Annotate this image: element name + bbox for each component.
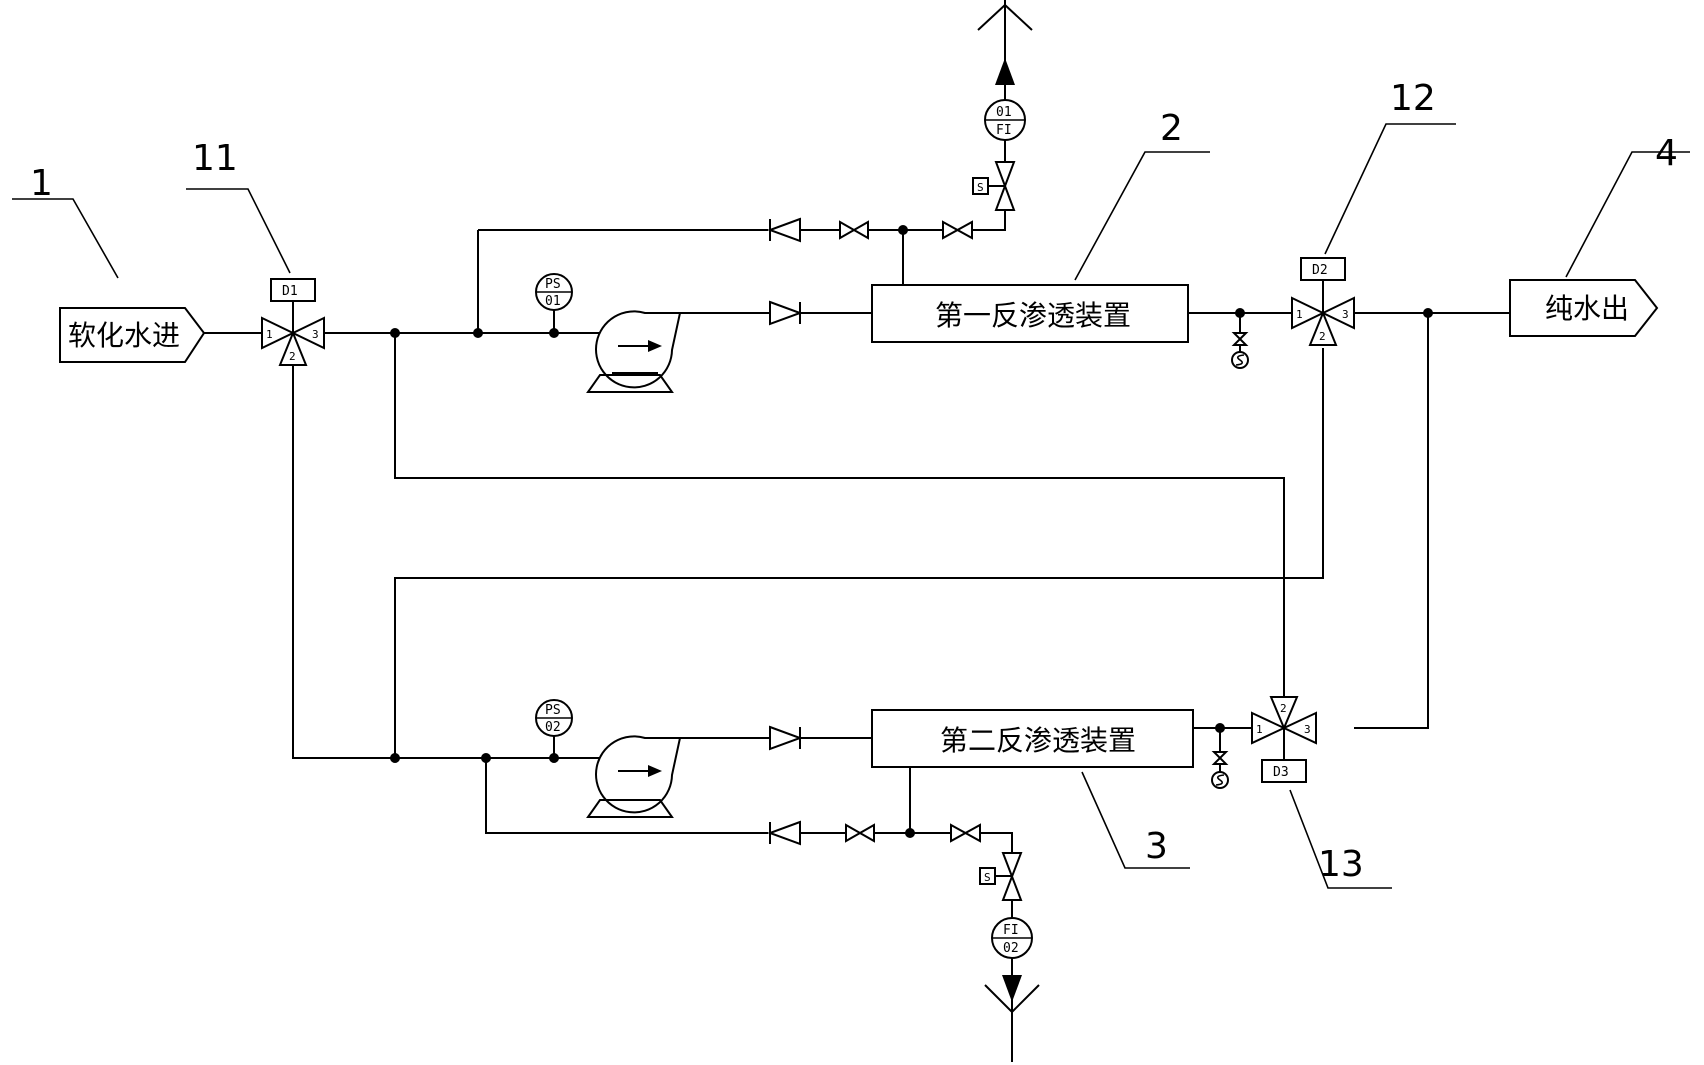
drain-arrow-top xyxy=(977,3,1033,100)
pressure-switch-02: PS 02 xyxy=(535,699,573,737)
valve-13-actuator-label: D3 xyxy=(1273,765,1289,780)
solenoid-top-label: S xyxy=(977,181,984,194)
three-way-valve-13: D3 1 3 2 xyxy=(1251,696,1317,783)
flow-indicator-02: FI 02 xyxy=(991,917,1033,959)
ps02-label: PS xyxy=(545,703,561,718)
valve-12-port1: 1 xyxy=(1296,308,1303,321)
valve-13-port3: 3 xyxy=(1304,723,1311,736)
callout-13: 13 xyxy=(1289,789,1392,889)
valve-12-port2: 2 xyxy=(1319,330,1326,343)
ps02-number: 02 xyxy=(545,720,561,735)
valve-13-port1: 1 xyxy=(1256,723,1263,736)
callout-number-12: 12 xyxy=(1390,78,1436,119)
fi01-number: 01 xyxy=(996,105,1012,120)
fi02-label: FI xyxy=(1003,923,1019,938)
callout-1: 1 xyxy=(12,163,119,279)
callout-number-3: 3 xyxy=(1145,826,1168,867)
callout-3: 3 xyxy=(1081,771,1190,869)
junction-dots xyxy=(390,225,1433,838)
valve-12-actuator-label: D2 xyxy=(1312,263,1328,278)
sample-point-1 xyxy=(1231,332,1249,369)
pump-2-icon xyxy=(586,735,682,818)
callout-leader-13 xyxy=(1289,789,1392,889)
callout-leader-2 xyxy=(1074,151,1210,281)
callout-leader-4 xyxy=(1565,151,1690,278)
callout-leader-11 xyxy=(186,188,291,274)
inlet-label: 软化水进 xyxy=(68,319,180,352)
piping xyxy=(204,0,1510,1062)
pressure-switch-01: PS 01 xyxy=(535,273,573,311)
sample-point-2 xyxy=(1211,751,1229,789)
callout-2: 2 xyxy=(1074,108,1210,281)
callout-number-1: 1 xyxy=(30,163,53,204)
valve-11-port3: 3 xyxy=(312,328,319,341)
pump-1-icon xyxy=(586,310,682,393)
gate-valve-icons xyxy=(839,220,981,843)
callout-number-4: 4 xyxy=(1655,133,1678,174)
callout-leader-1 xyxy=(12,198,119,279)
callout-leader-12 xyxy=(1324,123,1456,255)
valve-11-actuator-label: D1 xyxy=(282,284,298,299)
three-way-valve-12: D2 1 3 2 xyxy=(1291,257,1355,346)
ro-unit-1: 第一反渗透装置 xyxy=(871,284,1189,343)
ps01-label: PS xyxy=(545,277,561,292)
flow-indicator-01: 01 FI xyxy=(984,99,1026,141)
solenoid-valve-top: S xyxy=(972,161,1016,211)
three-way-valve-11: D1 1 3 2 xyxy=(261,278,325,366)
callout-number-11: 11 xyxy=(192,138,238,179)
check-valve-icons xyxy=(767,217,803,846)
ro-unit-2-label: 第二反渗透装置 xyxy=(940,724,1136,757)
outlet-terminal: 纯水出 xyxy=(1509,279,1659,337)
solenoid-valve-bottom: S xyxy=(979,852,1023,901)
ps01-number: 01 xyxy=(545,294,561,309)
fi02-number: 02 xyxy=(1003,941,1019,956)
callout-number-2: 2 xyxy=(1160,108,1183,149)
solenoid-bottom-label: S xyxy=(984,871,991,884)
valve-12-port3: 3 xyxy=(1342,308,1349,321)
outlet-label: 纯水出 xyxy=(1545,292,1629,325)
ro-unit-2: 第二反渗透装置 xyxy=(871,709,1194,768)
callout-number-13: 13 xyxy=(1318,844,1364,885)
callout-11: 11 xyxy=(186,138,291,274)
valve-13-port2: 2 xyxy=(1280,702,1287,715)
drain-arrow-bottom xyxy=(984,975,1040,1014)
ro-unit-1-label: 第一反渗透装置 xyxy=(935,299,1131,332)
valve-11-port1: 1 xyxy=(266,328,273,341)
callout-leader-3 xyxy=(1081,771,1190,869)
inlet-terminal: 软化水进 xyxy=(59,307,206,363)
valve-11-port2: 2 xyxy=(289,350,296,363)
fi01-label: FI xyxy=(996,123,1012,138)
callout-12: 12 xyxy=(1324,78,1456,255)
callout-4: 4 xyxy=(1565,133,1690,278)
